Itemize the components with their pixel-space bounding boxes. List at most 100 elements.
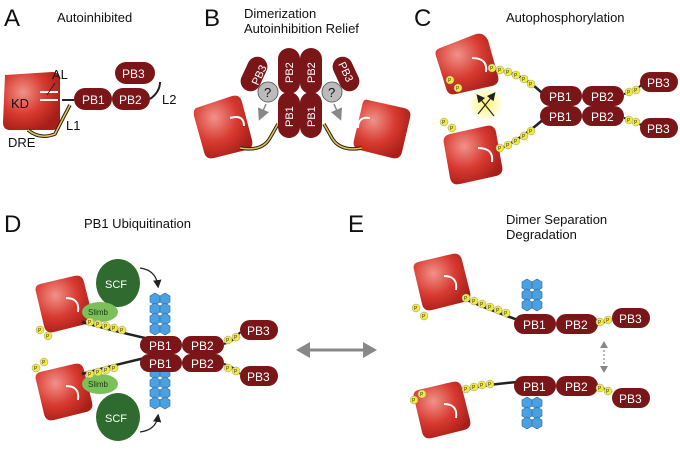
b-pb1-right-label: PB1: [306, 106, 318, 127]
panel-letter-b: B: [204, 5, 220, 32]
b-pb2-right-label: PB2: [306, 62, 318, 83]
svg-text:P: P: [112, 326, 116, 332]
svg-text:P: P: [506, 70, 510, 76]
panel-title-b-line1: Dimerization: [244, 6, 316, 21]
c-pb2-bottom-label: PB2: [591, 110, 614, 124]
svg-text:P: P: [414, 306, 418, 312]
svg-text:P: P: [96, 370, 100, 376]
svg-text:P: P: [226, 366, 230, 372]
svg-text:P: P: [627, 118, 631, 124]
question-left-icon: [257, 81, 279, 103]
c-kinase-bottom: [443, 125, 503, 185]
kd-label: KD: [11, 96, 29, 111]
svg-text:P: P: [422, 314, 426, 320]
l1-label: L1: [66, 118, 80, 133]
svg-text:P: P: [529, 129, 533, 135]
svg-text:P: P: [88, 372, 92, 378]
svg-text:P: P: [498, 68, 502, 74]
scf-bottom: [96, 393, 140, 441]
svg-text:P: P: [38, 328, 42, 334]
svg-text:P: P: [448, 78, 452, 84]
c-pb1-top-label: PB1: [549, 90, 572, 104]
svg-text:P: P: [634, 120, 638, 126]
svg-text:P: P: [42, 360, 46, 366]
d-kinase-top: [35, 275, 93, 333]
panel-title-a: Autoinhibited: [57, 10, 132, 25]
separation-arrow: [600, 341, 608, 373]
svg-text:P: P: [234, 369, 238, 375]
panel-letter-a: A: [4, 5, 20, 32]
equilibrium-arrow: [296, 342, 377, 358]
panel-title-c: Autophosphorylation: [506, 10, 625, 25]
svg-text:P: P: [34, 366, 38, 372]
c-pb3-bottom-label: PB3: [647, 122, 670, 136]
d-ubiquitin-top: [149, 292, 171, 336]
svg-text:P: P: [472, 299, 476, 305]
panel-title-b-line2: Autoinhibition Relief: [244, 21, 359, 36]
pb3-domain: [115, 62, 155, 84]
c-pb3-top-label: PB3: [647, 76, 670, 90]
svg-text:P: P: [464, 387, 468, 393]
d-pb2-bottom-label: PB2: [191, 357, 214, 371]
svg-text:P: P: [529, 82, 533, 88]
svg-text:P: P: [598, 320, 602, 326]
c-phospho-top: P P P P P P P P: [445, 63, 536, 93]
svg-text:P: P: [104, 324, 108, 330]
d-phospho: P P P P P P P P P P P P P: [31, 317, 127, 379]
svg-text:P: P: [488, 382, 492, 388]
slimb-top-label: Slimb: [88, 308, 109, 317]
svg-text:P: P: [522, 134, 526, 140]
slimb-bottom-label: Slimb: [88, 380, 109, 389]
svg-text:P: P: [234, 335, 238, 341]
l2-label: L2: [162, 92, 176, 107]
e-pb3-top-label: PB3: [619, 312, 642, 326]
panel-c: C Autophosphorylation P P P P P P P P P …: [414, 5, 678, 185]
svg-text:P: P: [504, 311, 508, 317]
svg-text:P: P: [627, 90, 631, 96]
b-pb1-left-label: PB1: [284, 106, 296, 127]
e-pb3-bottom-label: PB3: [619, 392, 642, 406]
scf-top: [96, 259, 140, 307]
svg-text:P: P: [450, 126, 454, 132]
svg-text:P: P: [472, 385, 476, 391]
c-pb2-top-label: PB2: [591, 90, 614, 104]
pb1-label: PB1: [82, 93, 105, 107]
svg-text:P: P: [420, 392, 424, 398]
panel-d: D PB1 Ubiquitination SCF Slimb SCF Slimb…: [4, 211, 278, 441]
pb2-domain: [112, 88, 150, 110]
b-pb2-left-label: PB2: [284, 62, 296, 83]
e-pb2-top-label: PB2: [565, 318, 588, 332]
d-pb1-bottom-label: PB1: [149, 357, 172, 371]
e-kinase-bottom: [413, 381, 471, 439]
svg-text:P: P: [96, 322, 100, 328]
slimb-top: [82, 302, 118, 322]
pb3-label: PB3: [122, 67, 145, 81]
dre-label: DRE: [8, 135, 36, 150]
svg-text:P: P: [496, 308, 500, 314]
kinase-domain-shape: [3, 72, 60, 130]
panel-title-e-line1: Dimer Separation: [506, 212, 607, 227]
al-pointer: [46, 82, 56, 96]
e-ubiquitin-bottom: [521, 396, 543, 430]
d-pb3-bottom-label: PB3: [247, 370, 270, 384]
svg-text:P: P: [498, 146, 502, 152]
svg-text:P: P: [506, 143, 510, 149]
al-label: AL: [52, 67, 68, 82]
svg-text:P: P: [88, 320, 92, 326]
d-pb2-top-label: PB2: [191, 339, 214, 353]
svg-text:P: P: [412, 398, 416, 404]
panel-b: B Dimerization Autoinhibition Relief PB1…: [193, 5, 411, 159]
svg-text:P: P: [488, 305, 492, 311]
d-ubiquitin-bottom: [149, 366, 171, 410]
e-pb1-bottom-label: PB1: [523, 380, 546, 394]
e-pb2-bottom-label: PB2: [565, 380, 588, 394]
e-kinase-top: [413, 253, 471, 311]
question-right-icon: [321, 81, 343, 103]
svg-text:P: P: [442, 120, 446, 126]
svg-text:P: P: [490, 66, 494, 72]
c-kinase-top: [435, 33, 499, 95]
svg-text:P: P: [46, 334, 50, 340]
svg-text:P: P: [606, 389, 610, 395]
d-pb3-top-label: PB3: [247, 324, 270, 338]
